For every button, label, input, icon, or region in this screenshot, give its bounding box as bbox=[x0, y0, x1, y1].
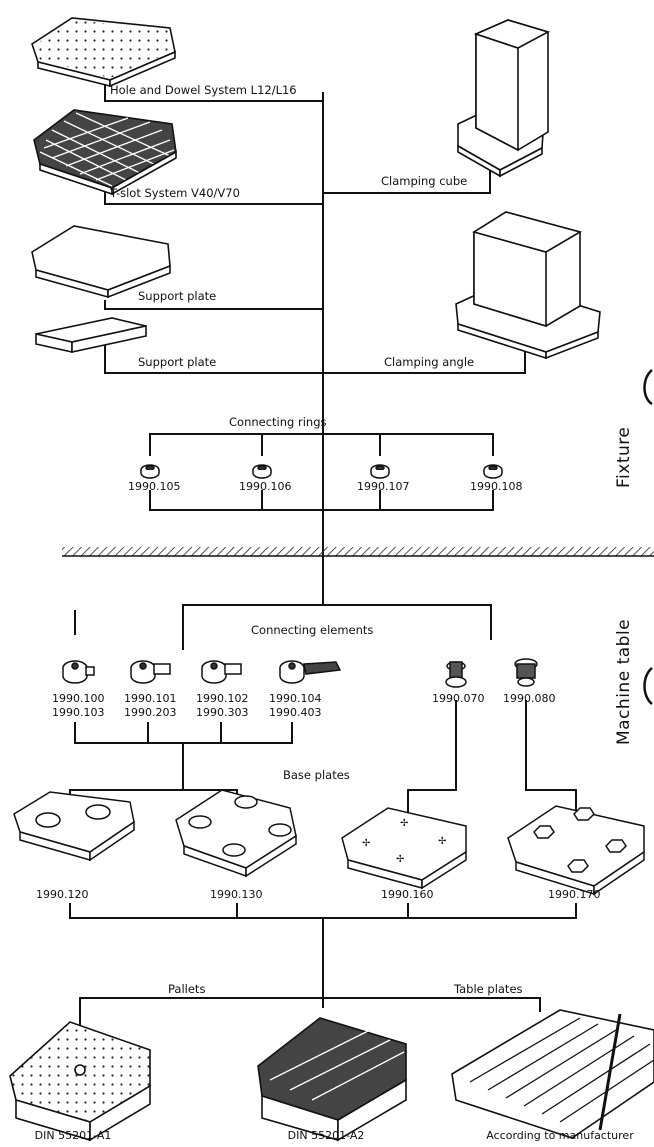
base-plate-code: 1990.160 bbox=[381, 888, 431, 901]
hole-dowel-plate-image bbox=[32, 18, 175, 86]
pallets-label: Pallets bbox=[168, 982, 205, 996]
element-code: 1990.104 bbox=[269, 692, 315, 705]
support-plate-small-image bbox=[36, 318, 146, 352]
clamping-cube-label: Clamping cube bbox=[381, 174, 467, 188]
svg-text:✢: ✢ bbox=[396, 854, 404, 865]
base-plates-label: Base plates bbox=[283, 768, 350, 782]
svg-text:✢: ✢ bbox=[400, 818, 408, 829]
base-plate-code: 1990.130 bbox=[210, 888, 260, 901]
element-code: 1990.203 bbox=[124, 706, 170, 719]
tslot-label: T-slot System V40/V70 bbox=[110, 186, 240, 200]
element-code: 1990.403 bbox=[269, 706, 315, 719]
pallet-a2-image bbox=[258, 1018, 406, 1140]
tslot-plate-image bbox=[34, 110, 176, 194]
svg-text:✢: ✢ bbox=[362, 838, 370, 849]
connecting-element-icons bbox=[63, 659, 537, 687]
svg-text:✢: ✢ bbox=[438, 836, 446, 847]
element-code: 1990.303 bbox=[196, 706, 242, 719]
connecting-ring-icons bbox=[141, 465, 502, 478]
element-code: 1990.070 bbox=[432, 692, 478, 705]
base-plate-code: 1990.120 bbox=[36, 888, 86, 901]
ring-code: 1990.105 bbox=[128, 480, 174, 493]
connecting-rings-label: Connecting rings bbox=[229, 415, 327, 429]
pallet-a2-label: DIN 55201-A2 bbox=[271, 1129, 381, 1142]
hole-dowel-label: Hole and Dowel System L12/L16 bbox=[110, 83, 297, 97]
manufacturer-label: According to manufacturer bbox=[466, 1129, 654, 1142]
machine-table-side-label: Machine table bbox=[614, 619, 634, 745]
clamping-cube-image bbox=[458, 20, 548, 176]
support-plate-large-image bbox=[32, 226, 170, 297]
clamping-angle-label: Clamping angle bbox=[384, 355, 474, 369]
element-code: 1990.103 bbox=[52, 706, 98, 719]
element-code: 1990.102 bbox=[196, 692, 242, 705]
pallet-a1-image bbox=[10, 1022, 150, 1140]
support-plate-label-1: Support plate bbox=[138, 289, 216, 303]
base-plate-icons: ✢ ✢ ✢ ✢ bbox=[14, 790, 644, 894]
ring-code: 1990.107 bbox=[357, 480, 403, 493]
ring-code: 1990.108 bbox=[470, 480, 516, 493]
connecting-elements-label: Connecting elements bbox=[251, 623, 373, 637]
element-code: 1990.080 bbox=[503, 692, 549, 705]
clamping-angle-image bbox=[456, 212, 600, 358]
base-plate-code: 1990.170 bbox=[548, 888, 598, 901]
fixture-side-label: Fixture bbox=[614, 427, 634, 488]
element-code: 1990.101 bbox=[124, 692, 170, 705]
pallet-a1-label: DIN 55201-A1 bbox=[18, 1129, 128, 1142]
table-plates-label: Table plates bbox=[454, 982, 523, 996]
table-plate-image bbox=[452, 1010, 654, 1138]
support-plate-label-2: Support plate bbox=[138, 355, 216, 369]
element-code: 1990.100 bbox=[52, 692, 98, 705]
ring-code: 1990.106 bbox=[239, 480, 285, 493]
